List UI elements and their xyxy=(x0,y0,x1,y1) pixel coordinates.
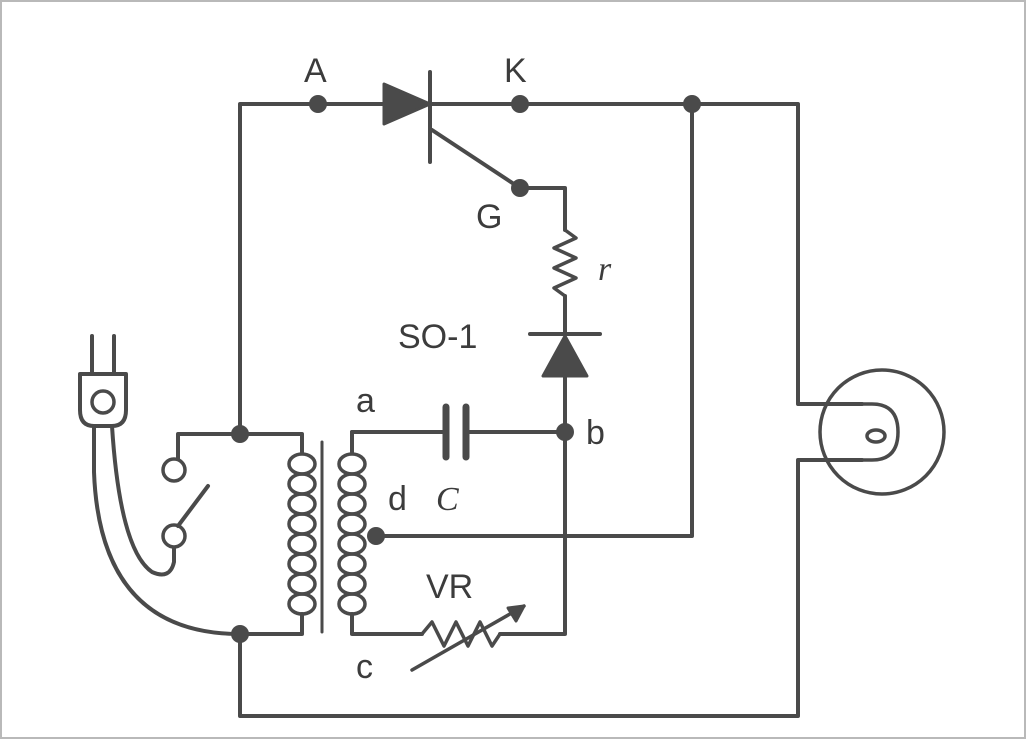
label-gate-resistor: r xyxy=(598,251,612,288)
label-node-d: d xyxy=(388,480,407,518)
wire-cathode-to-tap xyxy=(374,102,694,538)
variable-resistor-icon xyxy=(410,604,526,672)
plug-icon xyxy=(78,334,242,636)
wire-lamp-bottom xyxy=(238,458,864,718)
node-a-dot xyxy=(309,95,327,113)
node-d-dot xyxy=(367,527,385,545)
label-node-b: b xyxy=(586,414,605,452)
node-b-dot xyxy=(556,423,574,441)
node-left-bottom-dot xyxy=(231,625,249,643)
resistor-icon xyxy=(552,228,578,298)
label-node-a: a xyxy=(356,382,375,420)
label-variable-resistor: VR xyxy=(426,568,473,606)
wire-top-right xyxy=(428,102,864,406)
capacitor-icon xyxy=(442,403,470,461)
wire-gate xyxy=(518,186,567,232)
label-cathode: K xyxy=(504,52,527,90)
label-trigger-diode: SO-1 xyxy=(398,318,477,356)
label-capacitor: C xyxy=(436,481,459,518)
node-top-right-dot xyxy=(683,95,701,113)
lamp-icon xyxy=(818,368,946,496)
scr-icon xyxy=(382,70,522,190)
node-left-top-dot xyxy=(231,425,249,443)
switch-icon xyxy=(161,457,210,549)
label-gate: G xyxy=(476,198,502,236)
transformer-icon xyxy=(176,430,424,636)
node-k-dot xyxy=(511,95,529,113)
wire-diode-to-b xyxy=(498,374,567,636)
label-node-c: c xyxy=(356,648,373,686)
diode-icon xyxy=(528,332,602,378)
label-anode: A xyxy=(304,52,327,90)
node-g-dot xyxy=(511,179,529,197)
wire-left-vertical xyxy=(238,102,386,436)
